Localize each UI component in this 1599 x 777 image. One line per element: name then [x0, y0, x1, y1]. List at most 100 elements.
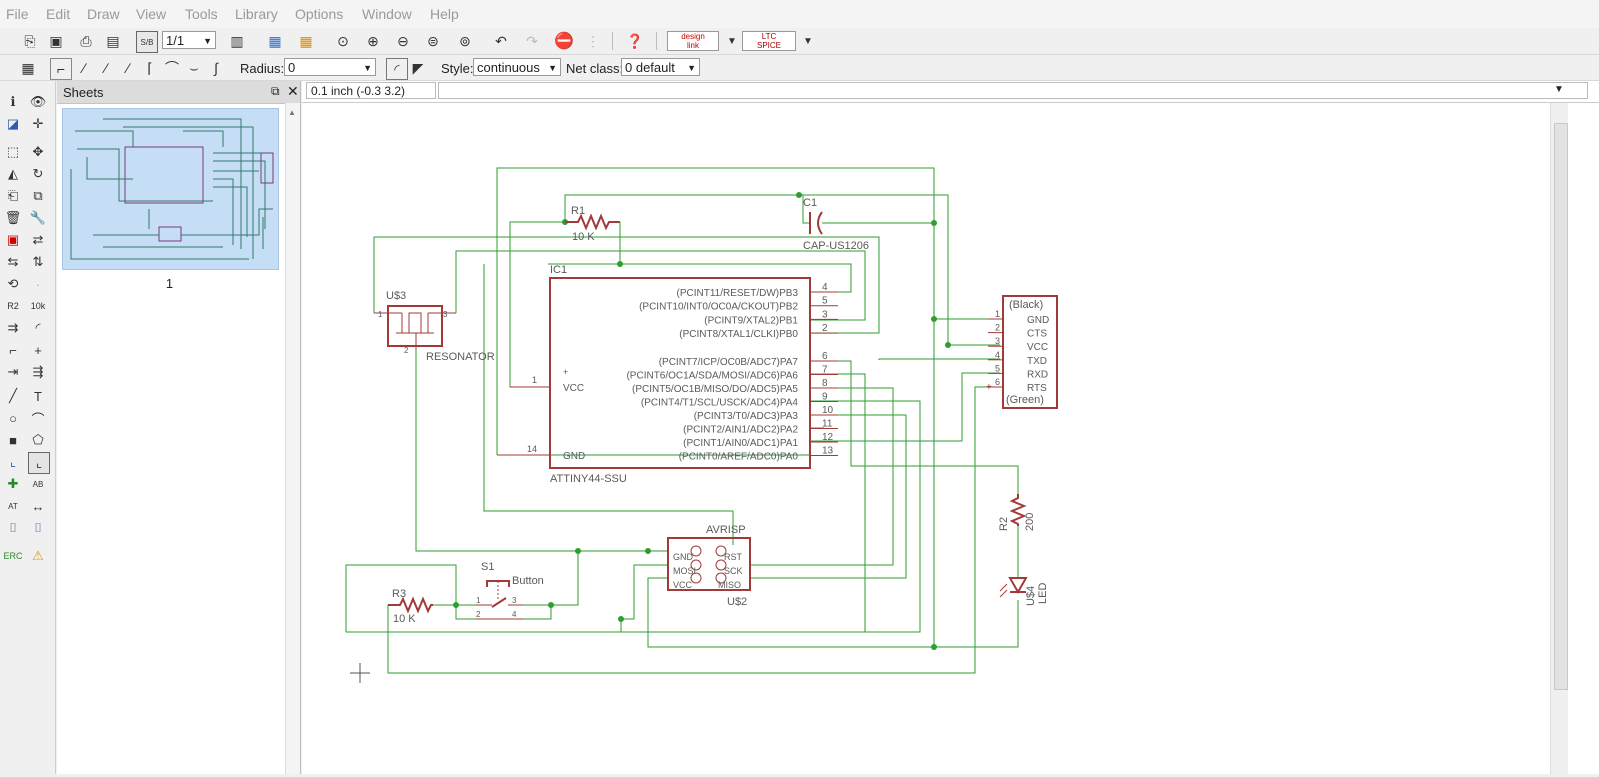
ltspice-dropdown-icon[interactable]: ▼ [803, 35, 813, 47]
sheets-icon[interactable]: ▥ [230, 32, 244, 49]
redo-icon[interactable]: ↷ [526, 32, 538, 49]
sheet-thumbnail[interactable] [62, 108, 279, 270]
bend-style-6-icon[interactable]: ⌣ [189, 59, 199, 76]
paste-icon[interactable]: ⇥ [7, 364, 19, 379]
zoom-in-icon[interactable]: ⊕ [367, 32, 379, 49]
menu-window[interactable]: Window [362, 6, 412, 22]
menu-file[interactable]: File [6, 6, 29, 22]
zoom-redraw-icon[interactable]: ⊜ [427, 32, 439, 49]
ftdi-header[interactable]: (Black) (Green) + GND1CTS2VCC3TXD4RXD5RT… [986, 295, 1058, 409]
ic1-attiny44[interactable]: IC1 ATTINY44-SSU + VCC GND 1 14 (PCINT11… [497, 264, 838, 485]
rotate-icon[interactable]: ↻ [32, 166, 44, 181]
name-icon[interactable]: R2 [7, 301, 19, 311]
split-icon[interactable]: ⌐ [9, 342, 17, 358]
layers-icon[interactable]: ◪ [6, 116, 20, 131]
wrench-icon[interactable]: 🔧 [29, 210, 47, 225]
cam-icon[interactable]: ▤ [106, 32, 120, 49]
attribute-icon[interactable]: AT [8, 501, 18, 511]
close-icon[interactable]: ✕ [287, 83, 299, 99]
netclass-select[interactable]: 0 default▼ [621, 58, 700, 76]
show-icon[interactable]: 👁 [29, 94, 47, 109]
capacitor-c1[interactable]: C1 CAP-US1206 [803, 197, 869, 252]
replace-icon[interactable]: ⇄ [32, 232, 44, 247]
bus-icon[interactable]: ⌞ [9, 454, 17, 469]
value-icon[interactable]: 10k [30, 301, 46, 311]
led-u4[interactable]: U$4 LED [999, 577, 1049, 606]
sheets-scrollbar[interactable]: ▲ [285, 103, 300, 774]
open-icon[interactable]: ⎘ [24, 32, 36, 49]
command-line-input[interactable] [438, 82, 1588, 99]
info-icon[interactable]: ℹ [10, 94, 16, 109]
slice-icon[interactable]: ⇶ [32, 364, 44, 379]
dimension-icon[interactable]: ↔ [31, 498, 45, 514]
menu-edit[interactable]: Edit [46, 6, 71, 22]
menu-help[interactable]: Help [430, 6, 459, 22]
optimize-icon[interactable]: + [34, 342, 42, 358]
frame-icon[interactable]: ⌷ [9, 520, 17, 535]
bend-style-1-icon[interactable]: ∕ [82, 60, 86, 76]
erc-icon[interactable]: ERC [3, 551, 23, 561]
smash-icon[interactable]: ⇉ [7, 320, 19, 335]
junction-icon[interactable]: ✚ [7, 476, 19, 491]
mark-icon[interactable]: ✛ [32, 116, 44, 131]
float-icon[interactable]: ⧉ [271, 84, 280, 98]
resistor-r1[interactable]: R1 10 K [565, 205, 620, 243]
resonator-u3[interactable]: U$3 RESONATOR 1 3 2 [374, 290, 495, 363]
text-icon[interactable]: T [34, 388, 42, 404]
menu-view[interactable]: View [136, 6, 167, 22]
bend-style-2-icon[interactable]: ∕ [104, 60, 108, 76]
round-corner-icon[interactable]: ◜ [386, 58, 408, 80]
circle-icon[interactable]: ○ [9, 410, 17, 426]
ulp-icon[interactable]: ▦ [299, 32, 313, 49]
go-icon[interactable]: ⋮ [586, 32, 600, 49]
label-icon[interactable]: AB [32, 479, 44, 489]
schematic-canvas[interactable]: R1 10 K C1 CAP-US1206 IC1 ATTINY44-SSU +… [302, 103, 1550, 774]
bend-style-5-icon[interactable]: ⌒ [165, 60, 179, 76]
module-icon[interactable]: ⌷ [34, 520, 42, 535]
invoke-icon[interactable]: ⟲ [7, 276, 19, 291]
warning-icon[interactable]: ⚠ [32, 548, 44, 563]
menu-tools[interactable]: Tools [185, 6, 218, 22]
designlink-dropdown-icon[interactable]: ▼ [727, 35, 737, 47]
zoom-fit-icon[interactable]: ⊙ [337, 32, 349, 49]
net-icon[interactable]: ⌞ [28, 452, 50, 474]
polygon-icon[interactable]: ⬠ [32, 432, 44, 447]
gateswap-icon[interactable]: ⇅ [32, 254, 44, 269]
script-icon[interactable]: ▦ [268, 32, 282, 49]
rect-icon[interactable]: ■ [9, 432, 17, 448]
menu-options[interactable]: Options [295, 6, 344, 22]
scrollbar-thumb[interactable] [1554, 123, 1568, 690]
menu-library[interactable]: Library [235, 6, 278, 22]
zoom-out-icon[interactable]: ⊖ [397, 32, 409, 49]
miter-icon[interactable]: ◜ [35, 320, 41, 335]
stop-icon[interactable]: ⛔ [554, 33, 574, 50]
arc-icon[interactable]: ⌒ [31, 411, 45, 427]
grid-icon[interactable]: ▦ [21, 59, 35, 76]
pinswap-icon[interactable]: ⇆ [7, 254, 19, 269]
bend-style-7-icon[interactable]: ∫ [214, 60, 218, 76]
canvas-vertical-scrollbar[interactable] [1550, 103, 1569, 774]
style-select[interactable]: continuous▼ [473, 58, 561, 76]
resistor-r2[interactable]: R2 200 [998, 494, 1036, 531]
add-part-icon[interactable]: ▣ [6, 232, 20, 247]
print-icon[interactable]: ⎙ [80, 32, 92, 49]
delete-icon[interactable]: 🗑 [4, 210, 22, 225]
undo-icon[interactable]: ↶ [495, 32, 507, 49]
menu-draw[interactable]: Draw [87, 6, 120, 22]
bend-style-3-icon[interactable]: ∕ [126, 60, 130, 76]
command-dropdown-icon[interactable]: ▼ [1554, 84, 1564, 95]
mirror-icon[interactable]: ◭ [8, 166, 18, 181]
group-icon[interactable]: ⬚ [6, 144, 20, 159]
sharp-corner-icon[interactable]: ◤ [412, 59, 424, 76]
sheet-select[interactable]: 1/1▼ [162, 31, 216, 49]
align-icon[interactable]: ⎗ [7, 188, 19, 203]
help-icon[interactable]: ❓ [626, 32, 644, 49]
sch-brd-icon[interactable]: S/B [136, 31, 158, 53]
avrisp-u2[interactable]: AVRISP U$2 GND MOSI VCC RST SCK MISO [667, 524, 751, 608]
radius-input[interactable]: 0▼ [284, 58, 376, 76]
zoom-select-icon[interactable]: ⊚ [459, 32, 471, 49]
switch-s1[interactable]: S1 Button 1 2 3 4 [476, 561, 544, 620]
bend-style-4-icon[interactable]: ⌈ [147, 59, 153, 76]
